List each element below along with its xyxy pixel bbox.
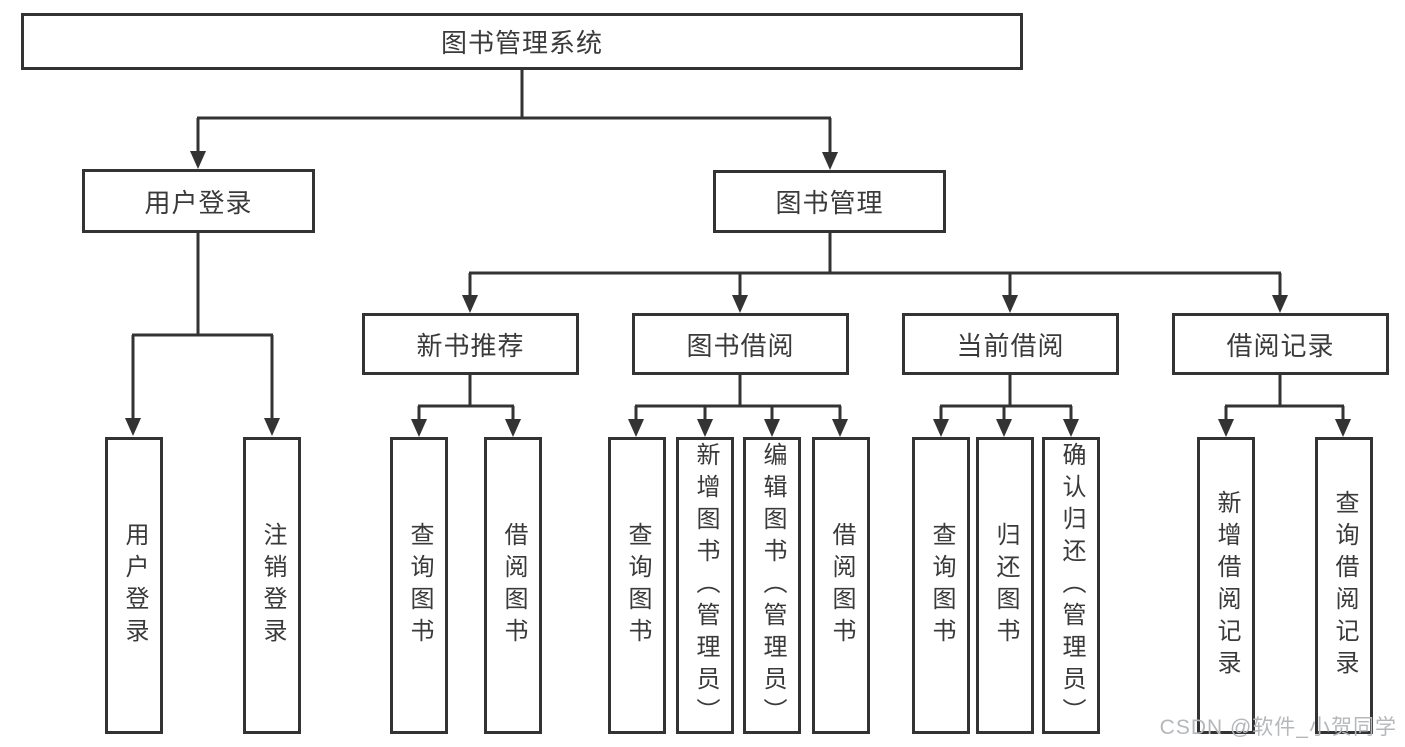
leaf-return-book-label: 归还图书 [992,521,1019,650]
node-book-borrowing: 图书借阅 [632,313,849,375]
node-borrowing-records: 借阅记录 [1172,313,1389,375]
leaf-query-books-current-label: 查询图书 [928,521,955,650]
leaf-logout: 注销登录 [243,437,301,734]
leaf-confirm-return-admin-label: 确认归还（管理员） [1058,441,1085,730]
watermark: CSDN @软件_小贺同学 [1159,716,1397,739]
leaf-query-books-recommend: 查询图书 [390,437,448,734]
leaf-borrow-book-recommend: 借阅图书 [484,437,542,734]
node-new-book-recommend: 新书推荐 [362,313,579,375]
leaf-add-borrow-record-label: 新增借阅记录 [1213,489,1240,682]
leaf-borrow-book-recommend-label: 借阅图书 [500,521,527,650]
leaf-borrow-book-label: 借阅图书 [828,521,855,650]
leaf-query-borrow-record-label: 查询借阅记录 [1331,489,1358,682]
leaf-return-book: 归还图书 [976,437,1034,734]
leaf-query-books-current: 查询图书 [912,437,970,734]
leaf-add-book-admin-label: 新增图书（管理员） [692,441,719,730]
leaf-logout-label: 注销登录 [259,521,286,650]
leaf-edit-book-admin: 编辑图书（管理员） [743,437,801,734]
leaf-query-books-recommend-label: 查询图书 [406,521,433,650]
leaf-borrow-book: 借阅图书 [812,437,870,734]
node-book-management: 图书管理 [713,170,946,233]
leaf-query-borrow-record: 查询借阅记录 [1315,437,1373,734]
node-library-management-system: 图书管理系统 [21,13,1023,70]
leaf-edit-book-admin-label: 编辑图书（管理员） [759,441,786,730]
node-user-login: 用户登录 [82,169,315,233]
leaf-user-login-label: 用户登录 [121,521,148,650]
leaf-query-books-borrowing-label: 查询图书 [624,521,651,650]
leaf-add-book-admin: 新增图书（管理员） [676,437,734,734]
node-current-borrowing: 当前借阅 [902,313,1119,375]
leaf-user-login: 用户登录 [105,437,163,734]
leaf-confirm-return-admin: 确认归还（管理员） [1042,437,1100,734]
leaf-query-books-borrowing: 查询图书 [608,437,666,734]
leaf-add-borrow-record: 新增借阅记录 [1197,437,1255,734]
